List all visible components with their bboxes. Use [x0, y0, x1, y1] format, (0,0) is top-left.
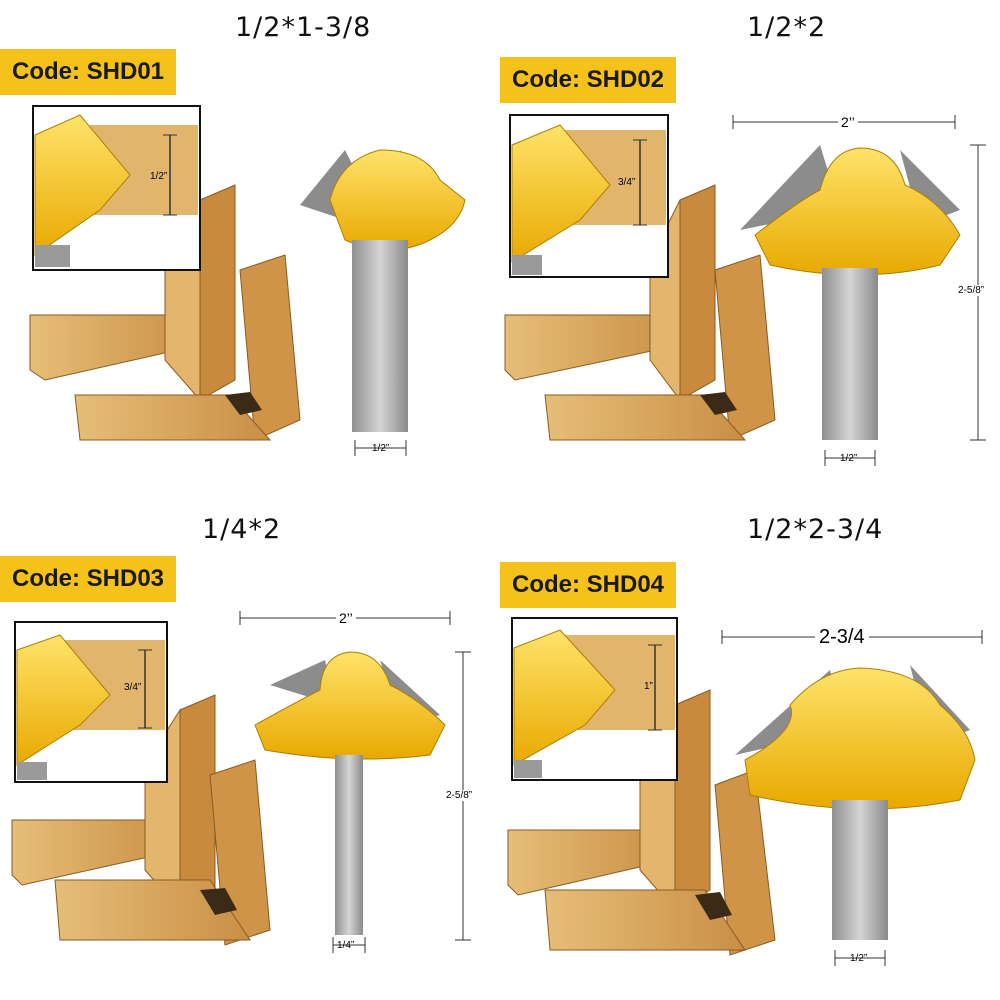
width-dimension-label: 2-3/4 — [815, 626, 869, 649]
router-bit — [300, 149, 466, 456]
router-bit-illustration — [504, 114, 986, 466]
width-dimension-label: 2’’ — [336, 610, 356, 626]
router-bit — [732, 115, 986, 466]
wood-joint-image — [11, 694, 271, 946]
shank-dimension-label: 1/2” — [850, 953, 868, 964]
product-code-badge: Code: SHD03 — [0, 556, 177, 602]
router-bit — [239, 611, 471, 953]
shank-dimension-label: 1/4” — [337, 940, 355, 951]
height-dimension-label: 2-5/8” — [958, 285, 985, 296]
height-dimension-label: 2-5/8” — [446, 790, 473, 801]
router-bit-illustration — [507, 617, 983, 966]
router-bit-illustration — [11, 611, 471, 953]
inset-dimension-label: 1” — [644, 681, 653, 692]
product-title: 1/4*2 — [202, 514, 282, 545]
product-panel-shd01: 1/2*1-3/8 Code: SHD01 1/2” 1/2” — [0, 0, 500, 500]
inset-closeup — [32, 105, 201, 271]
wood-joint-image — [504, 184, 776, 441]
width-dimension-label: 2’’ — [838, 114, 858, 130]
inset-dimension-label: 3/4” — [124, 682, 142, 693]
product-title: 1/2*1-3/8 — [235, 12, 372, 43]
product-panel-shd02: 1/2*2 Code: SHD02 3/4” 2’’ 2-5/8” 1/2” — [500, 0, 1000, 500]
inset-dimension-label: 3/4” — [618, 177, 636, 188]
inset-closeup — [509, 114, 669, 278]
router-bit — [721, 630, 983, 966]
shank-dimension-label: 1/2” — [372, 443, 390, 454]
inset-closeup — [511, 617, 678, 781]
shank-dimension-label: 1/2” — [840, 453, 858, 464]
product-title: 1/2*2-3/4 — [747, 514, 884, 545]
wood-joint-image — [507, 689, 776, 956]
router-bit-illustration — [29, 105, 466, 456]
product-title: 1/2*2 — [747, 12, 827, 43]
product-code-badge: Code: SHD02 — [500, 57, 677, 103]
product-code-badge: Code: SHD04 — [500, 562, 677, 608]
inset-dimension-label: 1/2” — [150, 171, 168, 182]
product-panel-shd03: 1/4*2 Code: SHD03 3/4” 2’’ 2-5/8” 1/4” — [0, 500, 500, 1000]
product-code-badge: Code: SHD01 — [0, 49, 177, 95]
product-panel-shd04: 1/2*2-3/4 Code: SHD04 1” 2-3/4 1/2” — [500, 500, 1000, 1000]
inset-closeup — [14, 621, 168, 783]
